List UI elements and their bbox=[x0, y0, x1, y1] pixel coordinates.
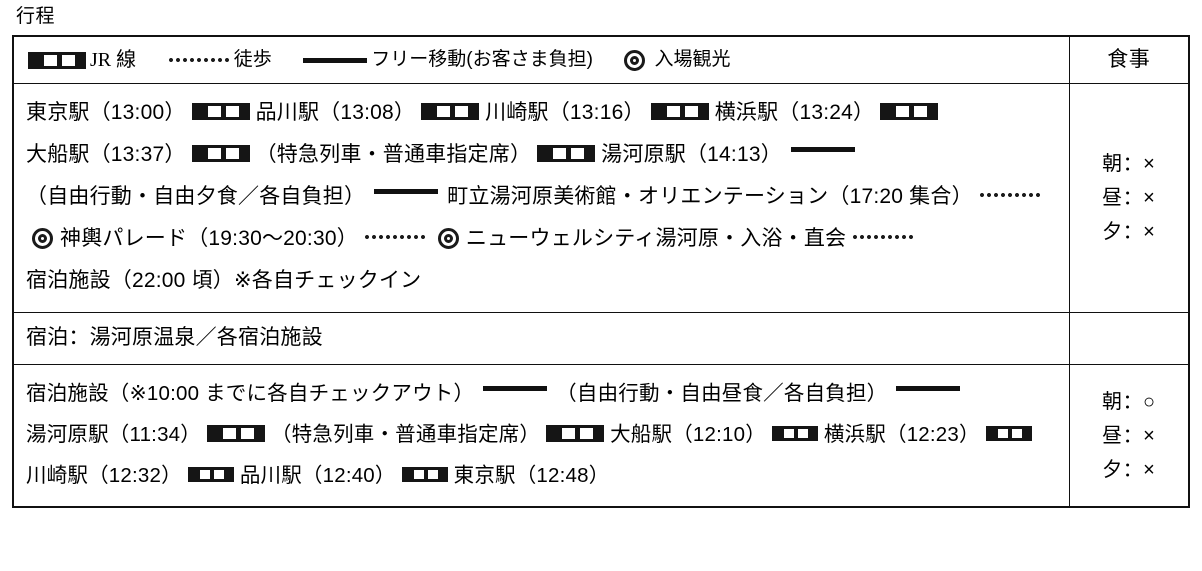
dotted-line-icon bbox=[852, 228, 915, 247]
train-icon bbox=[401, 467, 448, 483]
legend-label-admission: 入場観光 bbox=[654, 49, 731, 70]
itinerary-segment: 大船駅（13:37） bbox=[26, 143, 186, 166]
solid-line-icon bbox=[483, 386, 548, 392]
meal-cell-day2: 朝：○ 昼：× 夕：× bbox=[1068, 364, 1190, 508]
itinerary-segment: 宿泊施設（※10:00 までに各自チェックアウト） bbox=[26, 382, 475, 405]
train-icon bbox=[191, 102, 250, 120]
page-title: 行程 bbox=[16, 6, 56, 27]
itinerary-segment: ニューウェルシティ湯河原・入浴・直会 bbox=[465, 227, 847, 250]
itinerary-segment: 東京駅（12:48） bbox=[453, 464, 610, 487]
meal-cell-day1: 朝：× 昼：× 夕：× bbox=[1068, 83, 1190, 313]
meal-dinner-day2: 夕：× bbox=[1102, 458, 1156, 481]
meal-dinner-day1: 夕：× bbox=[1102, 221, 1156, 243]
table-row-day1: 東京駅（13:00） 品川駅（13:08） 川崎駅（13:16） 横浜駅（13:24）… bbox=[12, 83, 1190, 313]
train-icon bbox=[206, 425, 265, 443]
train-icon bbox=[537, 144, 596, 162]
legend-label-walk: 徒歩 bbox=[233, 49, 272, 70]
itinerary-cell-day2: 宿泊施設（※10:00 までに各自チェックアウト） （自由行動・自由昼食／各自負担… bbox=[12, 364, 1070, 508]
legend-label-free-move: フリー移動(お客さま負担) bbox=[371, 49, 593, 70]
table-row-accommodation: 宿泊：湯河原温泉／各宿泊施設 bbox=[12, 312, 1190, 365]
itinerary-segment: （特急列車・普通車指定席） bbox=[270, 423, 541, 446]
train-icon bbox=[28, 51, 86, 69]
table-row-day2: 宿泊施設（※10:00 までに各自チェックアウト） （自由行動・自由昼食／各自負担… bbox=[12, 364, 1190, 508]
itinerary-segment: （特急列車・普通車指定席） bbox=[255, 143, 532, 166]
solid-line-icon bbox=[374, 188, 439, 194]
itinerary-segment: 町立湯河原美術館・オリエンテーション（17:20 集合） bbox=[447, 185, 973, 208]
meal-column-header: 食事 bbox=[1107, 48, 1151, 71]
double-circle-icon bbox=[32, 227, 53, 249]
meal-lunch-day2: 昼：× bbox=[1102, 424, 1156, 447]
itinerary-segment: （自由行動・自由夕食／各自負担） bbox=[26, 185, 366, 208]
itinerary-segment: 品川駅（12:40） bbox=[239, 464, 396, 487]
itinerary-segment: 宿泊施設（22:00 頃）※各自チェックイン bbox=[26, 269, 422, 292]
accommodation-text: 宿泊：湯河原温泉／各宿泊施設 bbox=[26, 326, 323, 349]
solid-line-icon bbox=[303, 57, 368, 63]
legend-item-walk: 徒歩 bbox=[167, 47, 272, 73]
dotted-line-icon bbox=[978, 186, 1041, 205]
meal-breakfast-day2: 朝：○ bbox=[1101, 390, 1156, 413]
solid-line-icon bbox=[790, 146, 855, 152]
accommodation-cell: 宿泊：湯河原温泉／各宿泊施設 bbox=[12, 312, 1070, 365]
train-icon bbox=[191, 144, 250, 162]
train-icon bbox=[650, 102, 709, 120]
train-icon bbox=[546, 425, 605, 443]
train-icon bbox=[985, 426, 1032, 442]
itinerary-segment: 川崎駅（12:32） bbox=[26, 464, 182, 487]
legend-item-free-move: フリー移動(お客さま負担) bbox=[303, 47, 593, 73]
train-icon bbox=[187, 467, 234, 483]
double-circle-icon bbox=[624, 49, 646, 71]
itinerary-segment: 湯河原駅（14:13） bbox=[601, 143, 782, 166]
itinerary-segment: 湯河原駅（11:34） bbox=[26, 423, 201, 446]
legend-label-jr-line: JR 線 bbox=[90, 49, 137, 71]
table-header-row: JR 線 徒歩 フリー移動(お客さま負担) 入場観光 bbox=[12, 35, 1190, 84]
itinerary-segment: 横浜駅（13:24） bbox=[714, 101, 875, 124]
legend-item-admission: 入場観光 bbox=[624, 47, 731, 73]
train-icon bbox=[880, 102, 939, 120]
itinerary-segment: 神輿パレード（19:30〜20:30） bbox=[60, 227, 358, 250]
itinerary-segment: 東京駅（13:00） bbox=[26, 101, 186, 124]
meal-breakfast-day1: 朝：× bbox=[1102, 153, 1156, 175]
meal-lunch-day1: 昼：× bbox=[1102, 187, 1156, 209]
dotted-line-icon bbox=[363, 228, 426, 247]
train-icon bbox=[771, 426, 818, 442]
itinerary-flow-day1: 東京駅（13:00） 品川駅（13:08） 川崎駅（13:16） 横浜駅（13:24）… bbox=[14, 84, 1069, 312]
itinerary-flow-day2: 宿泊施設（※10:00 までに各自チェックアウト） （自由行動・自由昼食／各自負担… bbox=[14, 365, 1069, 506]
accommodation-meal-cell bbox=[1068, 312, 1190, 365]
solid-line-icon bbox=[896, 386, 961, 392]
train-icon bbox=[421, 102, 480, 120]
itinerary-table: JR 線 徒歩 フリー移動(お客さま負担) 入場観光 bbox=[12, 35, 1190, 508]
itinerary-cell-day1: 東京駅（13:00） 品川駅（13:08） 川崎駅（13:16） 横浜駅（13:24）… bbox=[12, 83, 1070, 313]
itinerary-segment: （自由行動・自由昼食／各自負担） bbox=[556, 382, 888, 405]
double-circle-icon bbox=[437, 227, 459, 249]
legend-item-jr-line: JR 線 bbox=[28, 47, 136, 73]
meal-column-header-cell: 食事 bbox=[1068, 35, 1190, 84]
dotted-line-icon bbox=[167, 51, 230, 69]
itinerary-segment: 川崎駅（13:16） bbox=[485, 101, 645, 124]
itinerary-segment: 大船駅（12:10） bbox=[610, 423, 766, 446]
itinerary-segment: 品川駅（13:08） bbox=[255, 101, 416, 124]
itinerary-segment: 横浜駅（12:23） bbox=[823, 423, 980, 446]
legend-cell: JR 線 徒歩 フリー移動(お客さま負担) 入場観光 bbox=[12, 35, 1070, 84]
